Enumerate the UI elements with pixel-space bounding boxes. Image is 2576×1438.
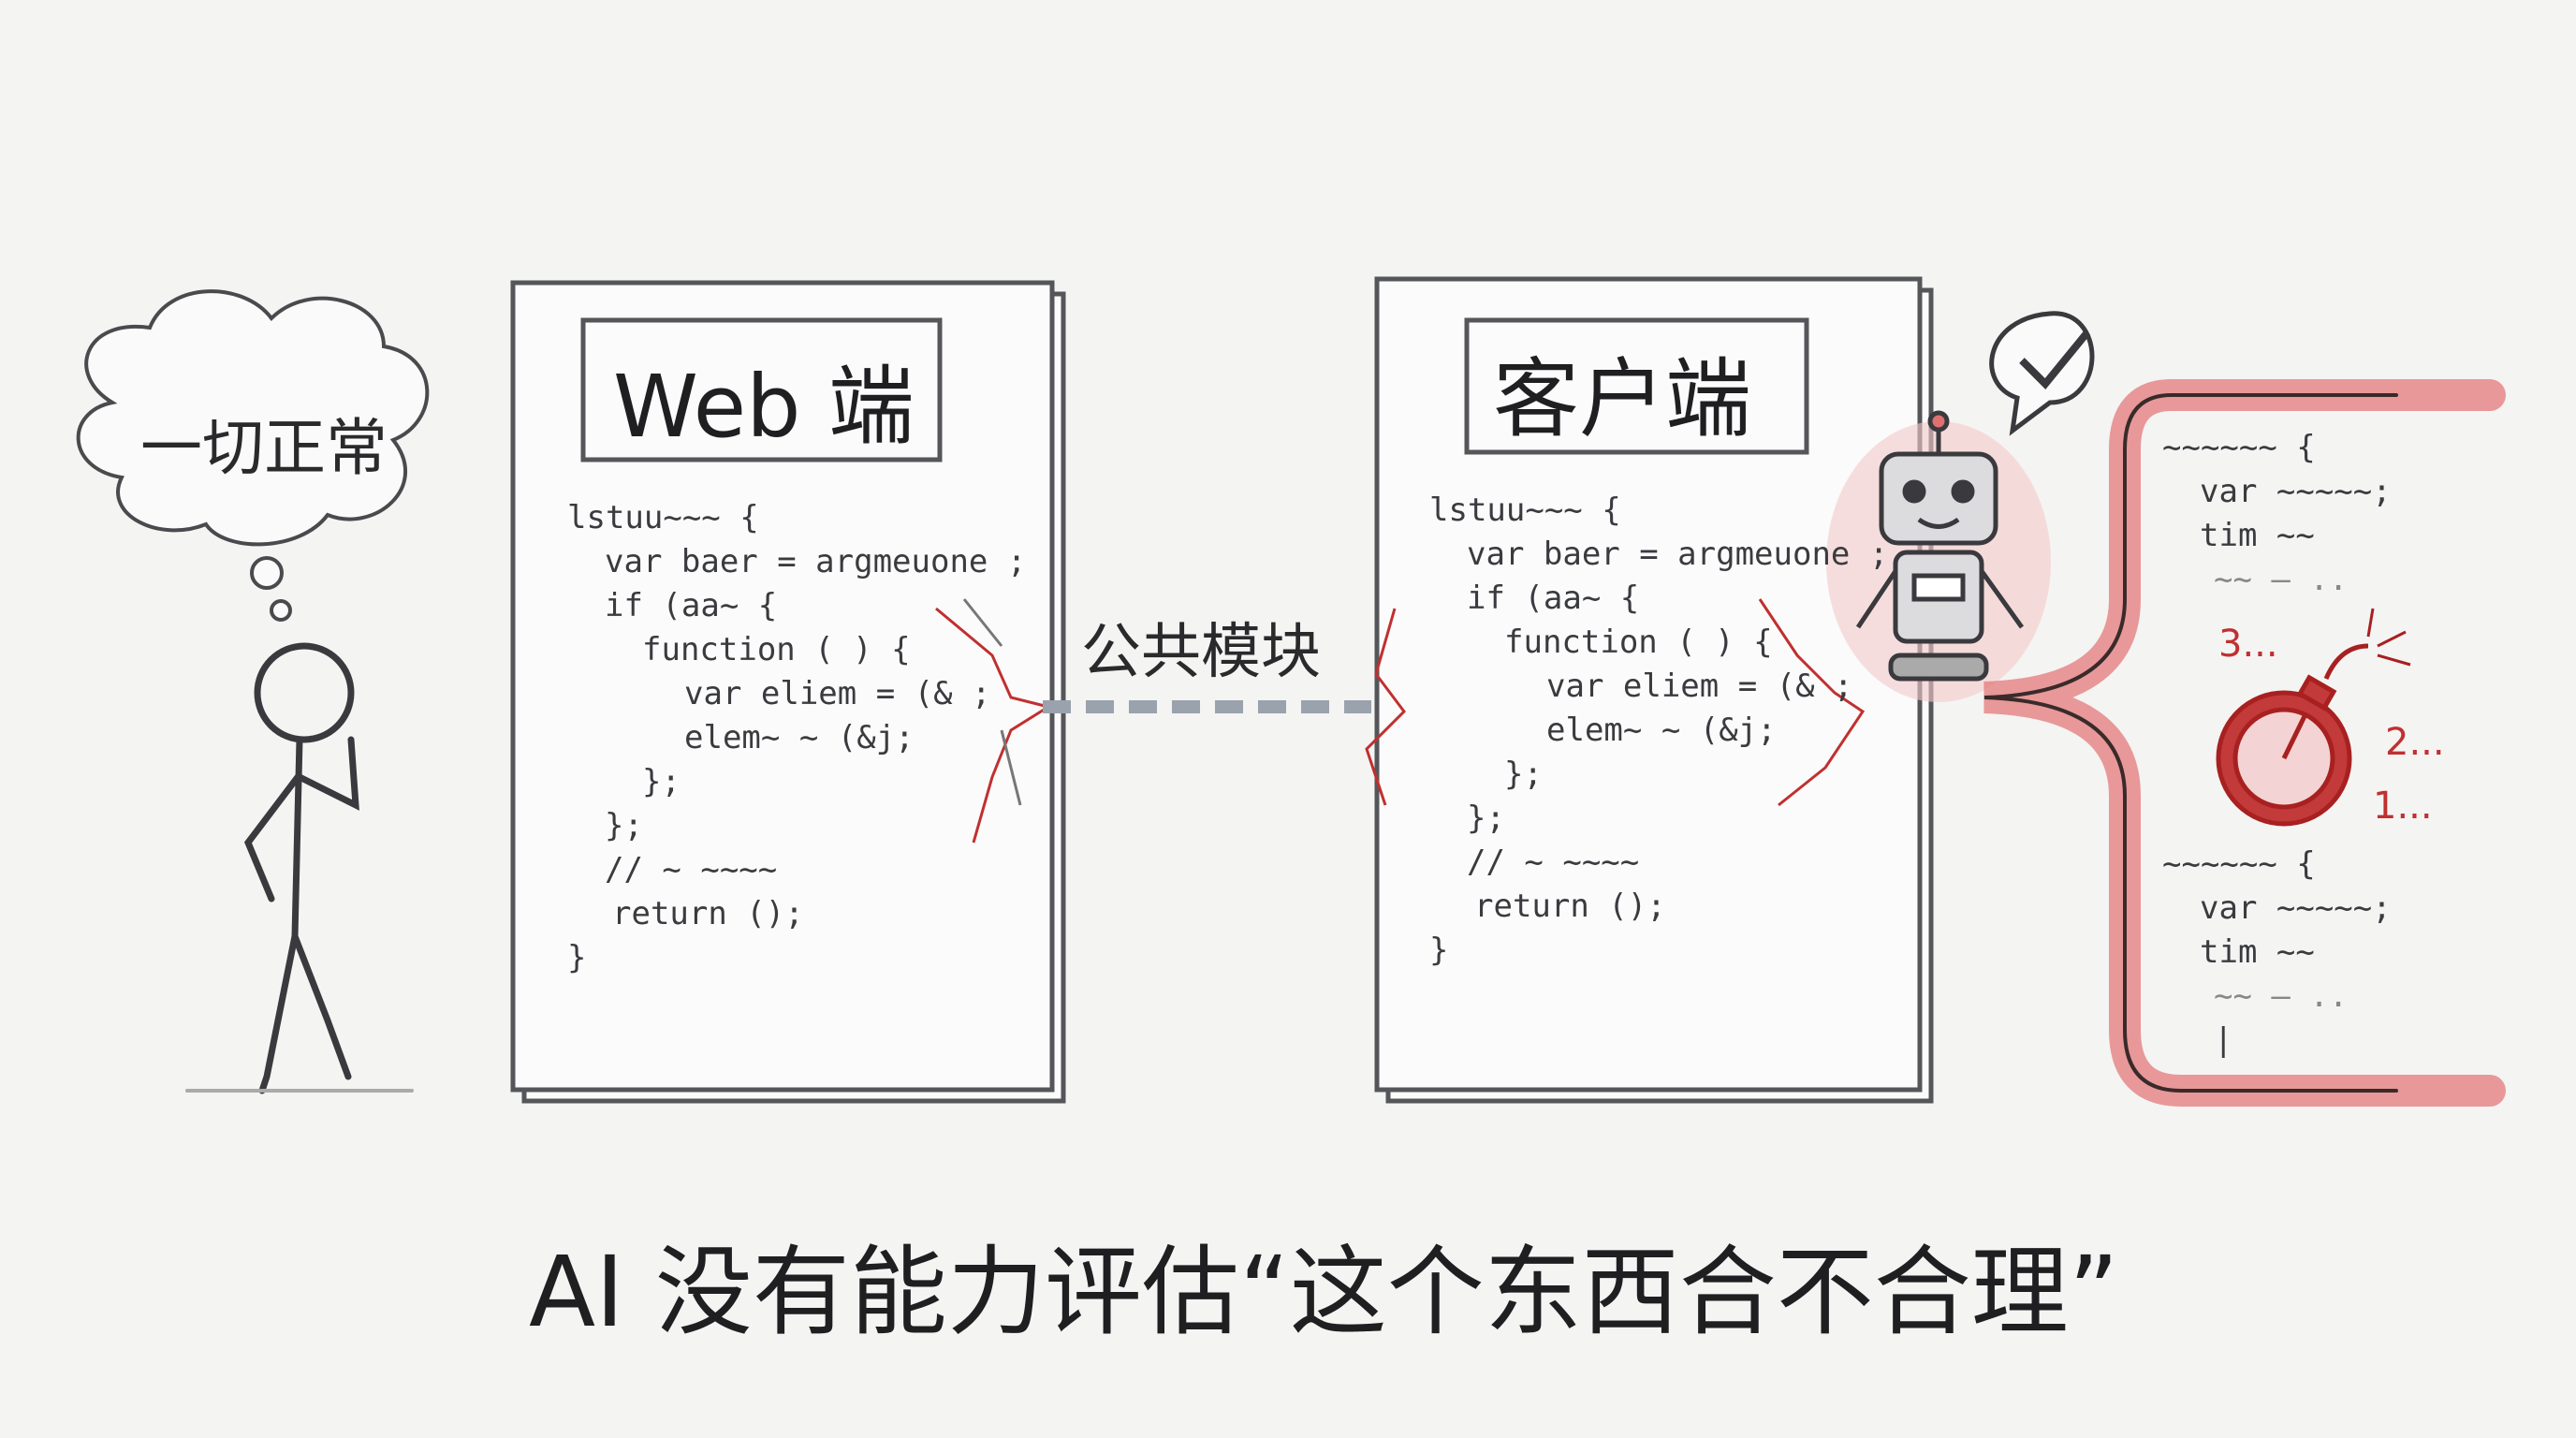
countdown-1: 1... — [2373, 785, 2433, 828]
code-line: } — [1429, 932, 1449, 969]
code-line: elem~ ~ (&j; — [684, 719, 915, 756]
code-line: var ~~~~~; — [2200, 889, 2392, 927]
code-line: ~~ – .. — [2214, 977, 2349, 1015]
code-line: function ( ) { — [1504, 624, 1773, 661]
code-line: ~~ – .. — [2214, 561, 2349, 598]
code-line: if (aa~ { — [1467, 580, 1640, 617]
countdown-3: 3... — [2218, 623, 2278, 666]
red-code-bracket — [1983, 379, 2506, 1107]
red-code-block-bottom: ~~~~~~ { var ~~~~~; tim ~~ ~~ – .. | — [2162, 843, 2392, 1063]
client-code-block: lstuu~~~ { var baer = argmeuone ; if (aa… — [1429, 489, 1888, 973]
code-line: // ~ ~~~~ — [605, 851, 778, 888]
code-line: ~~~~~~ { — [2162, 845, 2316, 883]
code-line: var eliem = (& ; — [1546, 668, 1853, 705]
code-line: tim ~~ — [2200, 933, 2315, 971]
web-document — [510, 280, 1066, 1104]
caption: AI 没有能力评估“这个东西合不合理” — [529, 1235, 2119, 1349]
code-line: }; — [605, 807, 643, 844]
code-line: var baer = argmeuone ; — [1467, 536, 1889, 573]
thought-bubble-text: 一切正常 — [140, 412, 388, 484]
code-line: function ( ) { — [642, 631, 911, 668]
client-panel-title: 客户端 — [1493, 349, 1752, 449]
code-line: }; — [1504, 756, 1543, 793]
countdown-2: 2... — [2385, 721, 2445, 764]
bomb-timer-icon — [2216, 608, 2411, 827]
code-line: // ~ ~~~~ — [1467, 844, 1640, 881]
code-line: var eliem = (& ; — [684, 675, 991, 712]
code-line: tim ~~ — [2200, 517, 2315, 554]
web-panel-title: Web 端 — [613, 357, 915, 457]
code-line: lstuu~~~ { — [1429, 492, 1621, 529]
red-code-block-top: ~~~~~~ { var ~~~~~; tim ~~ ~~ – .. — [2162, 426, 2392, 602]
code-line: elem~ ~ (&j; — [1546, 712, 1777, 749]
code-line: } — [567, 939, 587, 976]
code-line: if (aa~ { — [605, 587, 778, 624]
checkmark-icon — [2019, 330, 2091, 389]
checkmark-bubble — [1989, 311, 2095, 436]
stick-figure — [185, 642, 414, 1094]
code-line: return (); — [1474, 888, 1666, 925]
code-line: ~~~~~~ { — [2162, 429, 2316, 466]
code-line: }; — [1467, 800, 1505, 837]
thought-cloud — [76, 289, 430, 622]
code-line: }; — [642, 763, 681, 800]
code-line: lstuu~~~ { — [567, 499, 759, 536]
code-line: var baer = argmeuone ; — [605, 543, 1027, 580]
code-line: | — [2214, 1021, 2233, 1059]
web-code-block: lstuu~~~ { var baer = argmeuone ; if (aa… — [567, 496, 1026, 980]
code-line: var ~~~~~; — [2200, 473, 2392, 510]
shared-module-label: 公共模块 — [1081, 618, 1321, 687]
robot — [1826, 410, 2051, 702]
code-line: return (); — [612, 895, 804, 932]
